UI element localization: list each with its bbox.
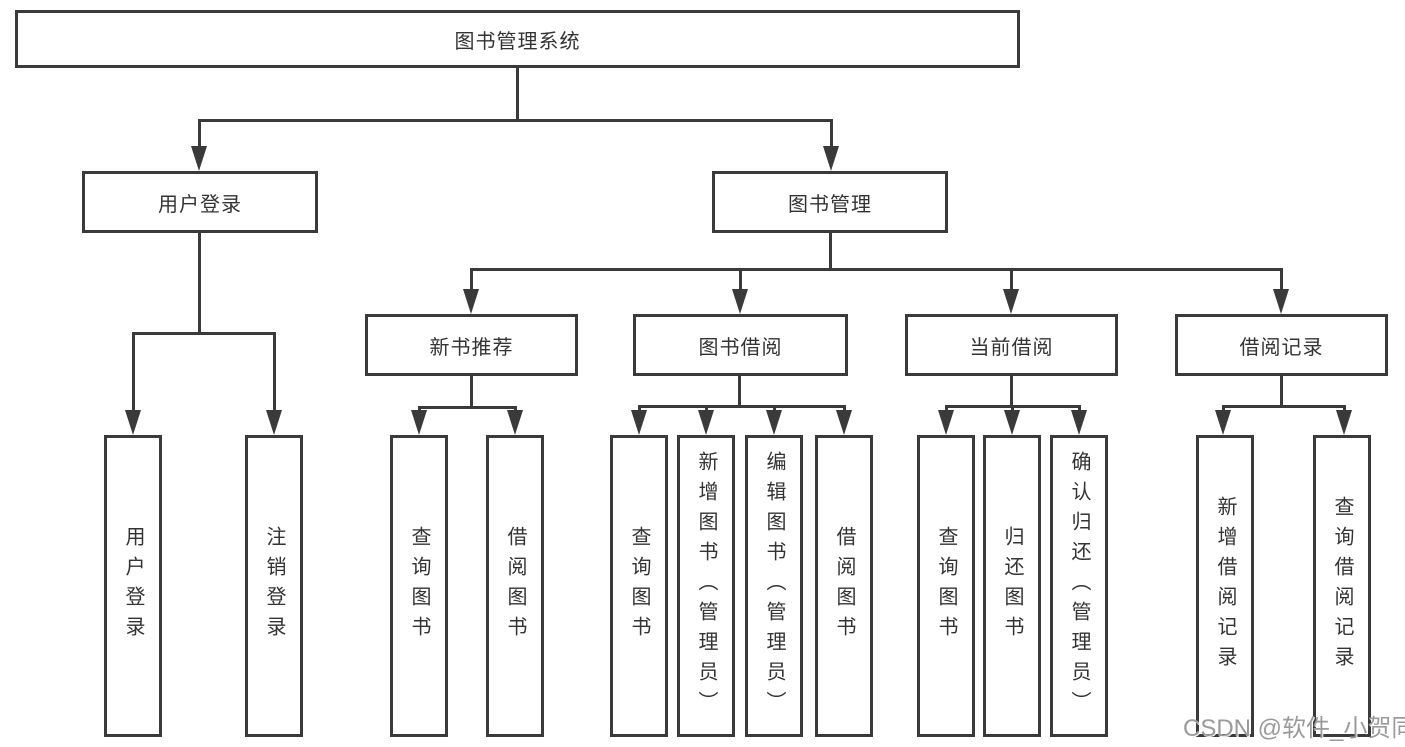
connector-to-leaf — [1078, 405, 1081, 413]
down-arrow-icon — [463, 289, 479, 314]
down-arrow-icon — [1336, 410, 1352, 435]
node-new-book-recommend: 新书推荐 — [365, 314, 578, 376]
down-arrow-icon — [1004, 410, 1020, 435]
down-arrow-icon — [411, 410, 427, 435]
connector-to-leaf — [1343, 405, 1346, 413]
connector-to-leaf — [1011, 405, 1014, 413]
leaf-query-borrow-record: 查询借阅记录 — [1313, 435, 1371, 737]
leaf-return-books: 归还图书 — [983, 435, 1041, 737]
leaf-label: 编辑图书（管理员） — [763, 451, 785, 721]
leaf-borrow-books-borrowing: 借阅图书 — [815, 435, 873, 737]
down-arrow-icon — [191, 146, 207, 171]
node-root: 图书管理系统 — [15, 10, 1020, 68]
leaf-label: 查询图书 — [628, 526, 650, 646]
down-arrow-icon — [1215, 410, 1231, 435]
connector-to-leaf — [638, 405, 641, 413]
down-arrow-icon — [698, 410, 714, 435]
down-arrow-icon — [823, 146, 839, 171]
connector-stem — [470, 374, 473, 409]
leaf-add-borrow-record: 新增借阅记录 — [1196, 435, 1254, 737]
leaf-label: 新增图书（管理员） — [695, 451, 717, 721]
node-user-login: 用户登录 — [82, 171, 318, 233]
down-arrow-icon — [1071, 410, 1087, 435]
connector-to-leaf — [773, 405, 776, 413]
connector-user-login-stem — [198, 231, 201, 334]
down-arrow-icon — [938, 410, 954, 435]
connector-to-borrowing-records — [1280, 268, 1283, 292]
connector-book-management-stem — [829, 231, 832, 270]
connector-to-leaf — [273, 332, 276, 412]
leaf-label: 用户登录 — [122, 526, 144, 646]
connector-to-leaf — [1222, 405, 1225, 413]
leaf-add-books-admin: 新增图书（管理员） — [677, 435, 735, 737]
connector-user-login-branch — [132, 332, 276, 335]
leaf-label: 注销登录 — [263, 526, 285, 646]
leaf-label: 借阅图书 — [833, 526, 855, 646]
leaf-query-books-borrowing: 查询图书 — [610, 435, 668, 737]
connector-to-new-book-recommend — [470, 268, 473, 292]
leaf-label: 确认归还（管理员） — [1068, 451, 1090, 721]
connector-to-book-management — [830, 119, 833, 149]
connector-branch — [638, 405, 846, 408]
down-arrow-icon — [732, 289, 748, 314]
connector-stem — [1010, 374, 1013, 408]
connector-to-book-borrowing — [739, 268, 742, 292]
leaf-label: 查询图书 — [935, 526, 957, 646]
leaf-query-books-recommend: 查询图书 — [390, 435, 448, 737]
connector-to-leaf — [945, 405, 948, 413]
node-borrowing-records: 借阅记录 — [1175, 314, 1388, 376]
leaf-edit-books-admin: 编辑图书（管理员） — [745, 435, 803, 737]
connector-branch — [1222, 405, 1346, 408]
down-arrow-icon — [1273, 289, 1289, 314]
leaf-logout-login: 注销登录 — [245, 435, 303, 737]
leaf-label: 新增借阅记录 — [1214, 496, 1236, 676]
node-current-borrowing: 当前借阅 — [905, 314, 1118, 376]
down-arrow-icon — [631, 410, 647, 435]
down-arrow-icon — [125, 410, 141, 435]
connector-to-leaf — [843, 405, 846, 413]
leaf-label: 查询图书 — [408, 526, 430, 646]
down-arrow-icon — [266, 410, 282, 435]
node-book-borrowing: 图书借阅 — [633, 314, 848, 376]
connector-to-leaf — [132, 332, 135, 412]
connector-level3-branch — [470, 268, 1283, 271]
leaf-label: 归还图书 — [1001, 526, 1023, 646]
leaf-confirm-return-admin: 确认归还（管理员） — [1050, 435, 1108, 737]
down-arrow-icon — [836, 410, 852, 435]
connector-stem — [1280, 374, 1283, 408]
leaf-label: 查询借阅记录 — [1331, 496, 1353, 676]
connector-root-stem — [516, 66, 519, 121]
csdn-watermark: CSDN @软件_小贺同学 — [1183, 715, 1405, 742]
down-arrow-icon — [507, 410, 523, 435]
connector-to-user-login — [198, 119, 201, 149]
connector-to-leaf — [705, 405, 708, 413]
connector-to-current-borrowing — [1010, 268, 1013, 292]
leaf-label: 借阅图书 — [504, 526, 526, 646]
down-arrow-icon — [1003, 289, 1019, 314]
node-book-management: 图书管理 — [712, 171, 948, 233]
leaf-user-login: 用户登录 — [104, 435, 162, 737]
leaf-borrow-books-recommend: 借阅图书 — [486, 435, 544, 737]
connector-branch — [418, 406, 517, 409]
leaf-query-books-current: 查询图书 — [917, 435, 975, 737]
connector-level2-branch — [198, 119, 833, 122]
connector-stem — [738, 374, 741, 408]
down-arrow-icon — [766, 410, 782, 435]
